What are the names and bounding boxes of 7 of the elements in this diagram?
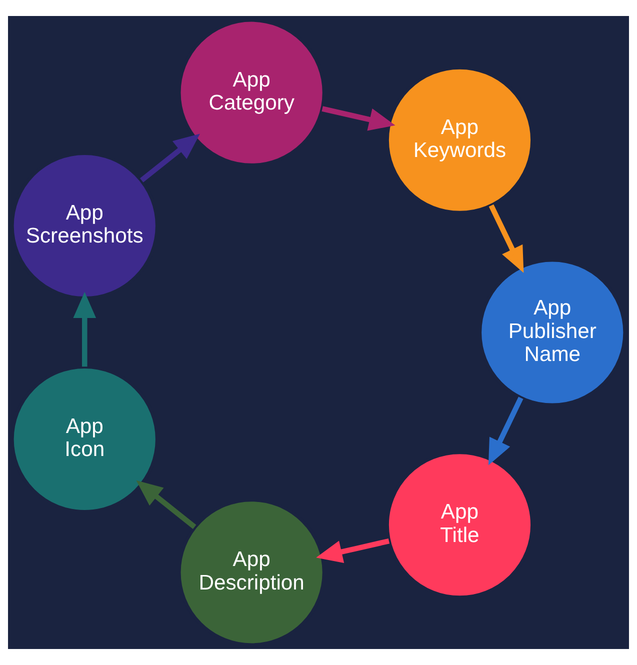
arrow <box>322 106 396 131</box>
arrow <box>73 292 96 367</box>
arrow <box>140 134 200 182</box>
arrow <box>316 538 390 563</box>
arrow <box>488 396 524 466</box>
arrow <box>136 480 196 530</box>
arrow <box>488 204 524 273</box>
